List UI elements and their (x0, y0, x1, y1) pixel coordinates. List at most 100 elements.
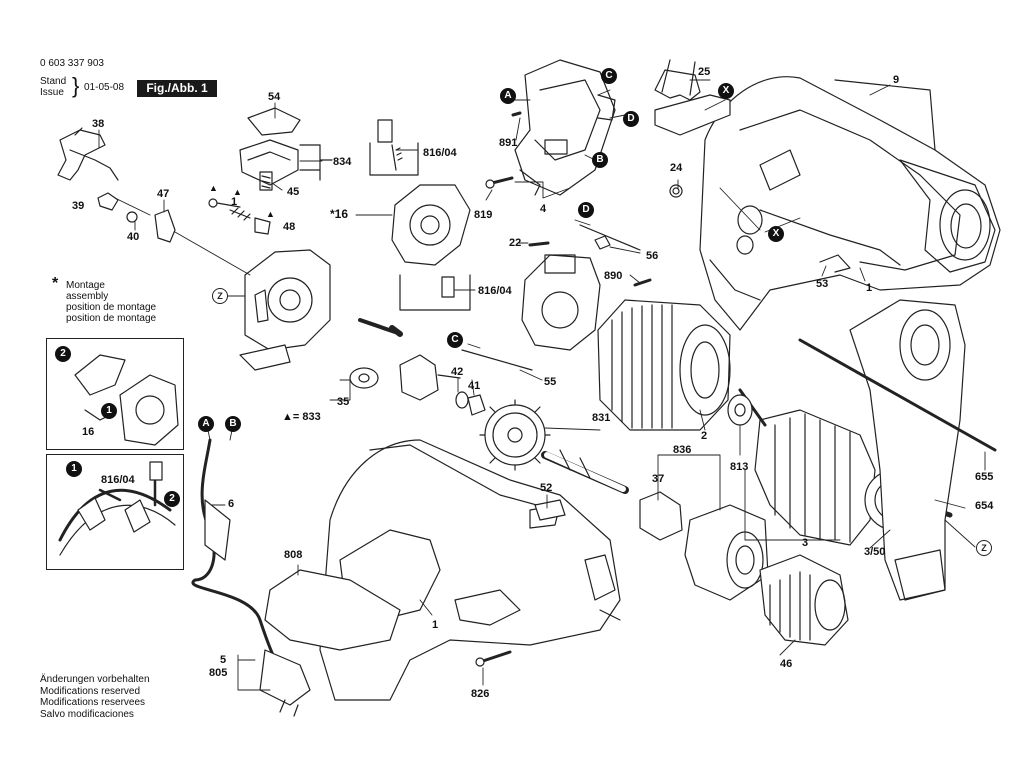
callout-22: 22 (509, 237, 522, 249)
callout-654: 654 (975, 500, 994, 512)
callout-1c: 1 (432, 619, 439, 631)
callout-1a: 1 (231, 196, 238, 208)
gear-wheel (479, 399, 551, 471)
callout-655: 655 (975, 471, 994, 483)
callout-890: 890 (604, 270, 623, 282)
figure-tag: Fig./Abb. 1 (137, 80, 217, 97)
main-housing (319, 439, 621, 701)
callout-3-50: 3/50 (864, 546, 886, 558)
callout-53: 53 (816, 278, 829, 290)
marker-d-mid: D (578, 202, 594, 218)
callout-1b: 1 (866, 282, 873, 294)
disclaimer-en: Modifications reserved (40, 685, 141, 697)
callout-56: 56 (646, 250, 659, 262)
drill-chuck (759, 554, 849, 646)
issue-date: 01-05-08 (84, 82, 125, 93)
callout-831: 831 (592, 412, 611, 424)
switch-assembly (514, 59, 616, 196)
callout-819: 819 (474, 209, 493, 221)
callout-35: 35 (337, 396, 350, 408)
callout-9: 9 (893, 74, 900, 86)
marker-b-cable: B (225, 416, 241, 432)
triangle-mark-3: ▲ (266, 209, 275, 219)
part-number: 0 603 337 903 (40, 58, 104, 69)
callout-816b: 816/04 (478, 285, 512, 297)
callout-816a: 816/04 (423, 147, 457, 159)
inset-panel-upper (46, 338, 184, 450)
callout-834: 834 (333, 156, 352, 168)
callout-25: 25 (698, 66, 711, 78)
triangle-mark-2: ▲ (233, 187, 242, 197)
callout-891: 891 (499, 137, 518, 149)
callout-41: 41 (468, 380, 481, 392)
callout-42: 42 (451, 366, 464, 378)
cap-54 (239, 107, 301, 191)
callout-2: 2 (701, 430, 708, 442)
marker-a-cable: A (198, 416, 214, 432)
assembly-note-line4: position de montage (66, 313, 157, 324)
inset-step-1-lower: 1 (66, 461, 82, 477)
inset-step-2-upper: 2 (55, 346, 71, 362)
callout-5: 5 (220, 654, 227, 666)
inset-upper-art (74, 354, 179, 446)
callout-16: 16 (82, 426, 95, 438)
callout-47: 47 (157, 188, 170, 200)
callout-6: 6 (228, 498, 235, 510)
marker-z-right: Z (976, 540, 992, 556)
housing-half-shell (699, 76, 1001, 331)
brush-plate (391, 184, 471, 266)
triangle-note: ▲= 833 (282, 411, 321, 423)
ring-836 (639, 491, 769, 601)
callout-813: 813 (730, 461, 749, 473)
screw-assembly (208, 198, 271, 235)
callout-38: 38 (92, 118, 105, 130)
marker-c-top: C (601, 68, 617, 84)
marker-a-top: A (500, 88, 516, 104)
triangle-mark-1: ▲ (209, 183, 218, 193)
callout-37: 37 (652, 473, 665, 485)
inset-panel-lower (46, 454, 184, 570)
callout-24: 24 (670, 162, 683, 174)
disclaimer-de: Änderungen vorbehalten (40, 674, 150, 685)
marker-b-top: B (592, 152, 608, 168)
callout-40: 40 (127, 231, 140, 243)
inset-step-1-upper: 1 (101, 403, 117, 419)
callout-48: 48 (283, 221, 296, 233)
brush-housing (521, 254, 601, 351)
gear-housing (798, 299, 997, 601)
marker-z-left: Z (212, 288, 228, 304)
stand-label: Stand (40, 76, 67, 87)
assembly-note-line1: Montage (66, 280, 105, 291)
callout-39: 39 (72, 200, 85, 212)
callout-52: 52 (540, 482, 553, 494)
inset-lower-art (58, 461, 176, 556)
inset-step-2-lower: 2 (164, 491, 180, 507)
marker-d-top: D (623, 111, 639, 127)
assembly-note-line2: assembly (66, 291, 109, 302)
callout-3: 3 (802, 537, 809, 549)
marker-x-top: X (718, 83, 734, 99)
issue-label: Issue (40, 87, 64, 98)
callout-816c: 816/04 (101, 474, 135, 486)
disclaimer: Änderungen vorbehalten Modifications res… (40, 674, 150, 720)
disclaimer-fr: Modifications reservees (40, 697, 146, 708)
callout-826: 826 (471, 688, 490, 700)
brace: } (72, 73, 80, 98)
assembly-star: * (52, 275, 59, 292)
callout-808: 808 (284, 549, 303, 561)
callout-836: 836 (673, 444, 692, 456)
callout-55: 55 (544, 376, 557, 388)
lock-button-38 (57, 127, 119, 181)
disclaimer-es: Salvo modificaciones (40, 708, 134, 720)
callout-805: 805 (209, 667, 228, 679)
bearing-plate (239, 249, 331, 371)
assembly-note-line3: position de montage (66, 302, 157, 313)
marker-c-mid: C (447, 332, 463, 348)
star-16-label: *16 (330, 207, 349, 221)
clutch-part (399, 354, 461, 401)
callout-46: 46 (780, 658, 793, 670)
power-cable (191, 438, 311, 717)
field-stator (597, 299, 731, 431)
